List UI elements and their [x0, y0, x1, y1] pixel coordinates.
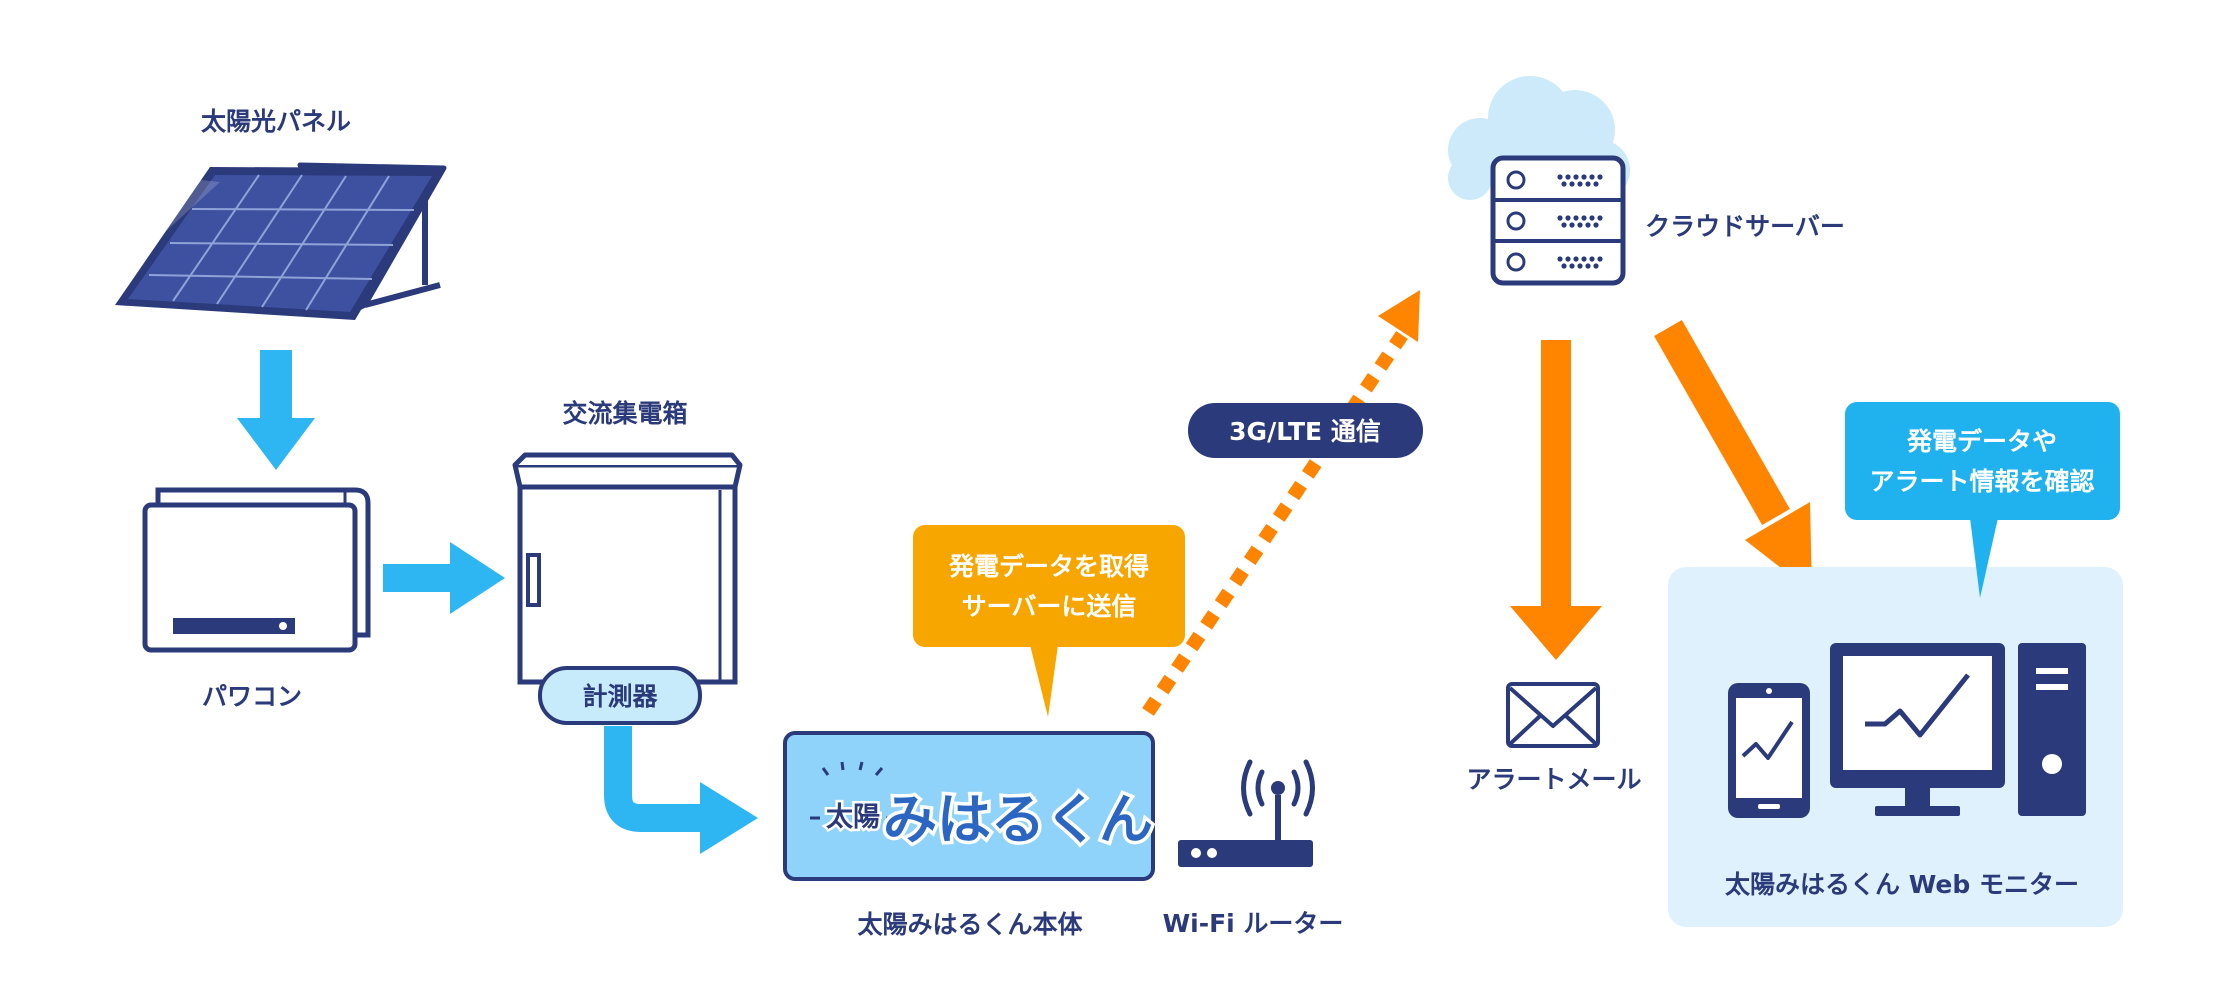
- unit-bubble-line2: サーバーに送信: [962, 592, 1137, 621]
- meter-label: 計測器: [582, 682, 658, 711]
- logo-name: みはるくん: [883, 788, 1153, 851]
- unit-speech-bubble: 発電データを取得 サーバーに送信: [913, 525, 1185, 717]
- monitor-bubble-line2: アラート情報を確認: [1869, 467, 2094, 496]
- cloud-server-icon: クラウドサーバー: [1448, 76, 1845, 286]
- main-unit-label: 太陽みはるくん本体: [857, 910, 1083, 939]
- monitor-speech-bubble: 発電データや アラート情報を確認: [1845, 402, 2120, 598]
- lte-badge: 3G/LTE 通信: [1188, 403, 1423, 458]
- arrow-meter-to-unit: [604, 726, 758, 854]
- logo: 太陽 みはるくん: [810, 761, 1157, 855]
- web-monitor-label: 太陽みはるくん Web モニター: [1725, 870, 2079, 899]
- logo-prefix: 太陽: [826, 802, 880, 833]
- arrow-server-to-mail: [1510, 340, 1602, 660]
- solar-panel-icon: 太陽光パネル: [115, 107, 447, 320]
- smartphone-icon: [1728, 683, 1810, 818]
- inverter-icon: パワコン: [142, 487, 371, 711]
- lte-arrow: [1142, 290, 1420, 716]
- main-unit: 太陽 みはるくん 太陽みはるくん本体: [783, 731, 1157, 939]
- lte-label: 3G/LTE 通信: [1229, 417, 1381, 446]
- inverter-label: パワコン: [202, 682, 302, 711]
- arrow-inverter-to-box: [383, 542, 505, 614]
- router-icon: Wi-Fi ルーター: [1163, 759, 1344, 938]
- router-label: Wi-Fi ルーター: [1163, 909, 1344, 938]
- arrow-server-to-monitor: [1654, 320, 1812, 592]
- monitor-icon: [1830, 643, 2005, 816]
- unit-bubble-line1: 発電データを取得: [948, 552, 1149, 581]
- arrow-panel-to-inverter: [237, 350, 315, 470]
- solar-panel-label: 太陽光パネル: [201, 107, 351, 136]
- pc-tower-icon: [2018, 643, 2086, 816]
- meter-badge: 計測器: [538, 666, 702, 725]
- web-monitor-panel: 太陽みはるくん Web モニター: [1668, 567, 2123, 927]
- monitor-bubble-line1: 発電データや: [1906, 427, 2057, 456]
- alert-mail-label: アラートメール: [1466, 765, 1641, 794]
- ac-box-icon: 交流集電箱: [512, 399, 743, 685]
- mail-icon: アラートメール: [1466, 682, 1642, 794]
- ac-box-label: 交流集電箱: [562, 399, 687, 428]
- cloud-server-label: クラウドサーバー: [1645, 212, 1845, 241]
